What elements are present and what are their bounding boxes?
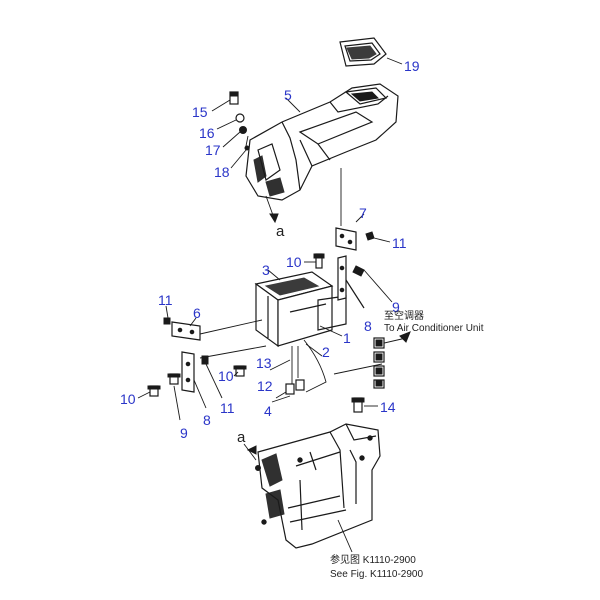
callout-10-middle: 10 <box>218 368 234 384</box>
callout-11-right: 11 <box>392 235 407 251</box>
lower-frame <box>243 423 381 553</box>
callout-labels: 19 5 15 16 17 18 7 11 10 3 9 11 6 8 1 2 … <box>120 58 420 441</box>
bolt-10-upper <box>304 253 325 269</box>
callout-3: 3 <box>262 262 270 278</box>
part-19-cover <box>339 37 403 67</box>
callout-2: 2 <box>322 344 330 360</box>
callout-15: 15 <box>192 104 208 120</box>
callout-17: 17 <box>205 142 221 158</box>
reference-chinese: 参见图 K1110-2900 <box>330 553 416 566</box>
marker-a-bottom: a <box>237 429 246 446</box>
part-7-bracket <box>335 213 391 251</box>
part-5-console-cover <box>245 83 399 201</box>
callout-13: 13 <box>256 355 272 371</box>
callout-8-right: 8 <box>364 318 372 334</box>
callout-10-upper: 10 <box>286 254 302 270</box>
callout-16: 16 <box>199 125 215 141</box>
callout-6: 6 <box>193 305 201 321</box>
bolt-14 <box>351 397 378 413</box>
part-6-bracket-left <box>163 305 201 341</box>
ac-note-chinese: 至空调器 <box>384 309 424 322</box>
callout-4: 4 <box>264 403 272 419</box>
harness-2 <box>269 339 327 403</box>
ac-connectors <box>373 331 411 389</box>
callout-9-right: 9 <box>392 299 400 315</box>
callout-11-lower: 11 <box>220 400 235 416</box>
part-8-bracket-right <box>337 255 393 309</box>
callout-11-left: 11 <box>158 292 173 308</box>
callout-1: 1 <box>343 330 351 346</box>
callout-8-left: 8 <box>203 412 211 428</box>
callout-14: 14 <box>380 399 396 415</box>
marker-a-top: a <box>276 223 285 240</box>
callout-19: 19 <box>404 58 420 74</box>
part-8-bracket-left <box>137 351 247 421</box>
reference-english: See Fig. K1110-2900 <box>330 569 423 580</box>
callout-10-left: 10 <box>120 391 136 407</box>
callout-7: 7 <box>359 205 367 221</box>
callout-12: 12 <box>257 378 273 394</box>
part-3-controller-box <box>254 269 347 348</box>
ac-note-english: To Air Conditioner Unit <box>384 323 484 334</box>
fasteners-15-18 <box>211 91 250 169</box>
marker-a-top-arrow <box>265 195 279 224</box>
callout-5: 5 <box>284 87 292 103</box>
callout-9-left: 9 <box>180 425 188 441</box>
callout-18: 18 <box>214 164 230 180</box>
